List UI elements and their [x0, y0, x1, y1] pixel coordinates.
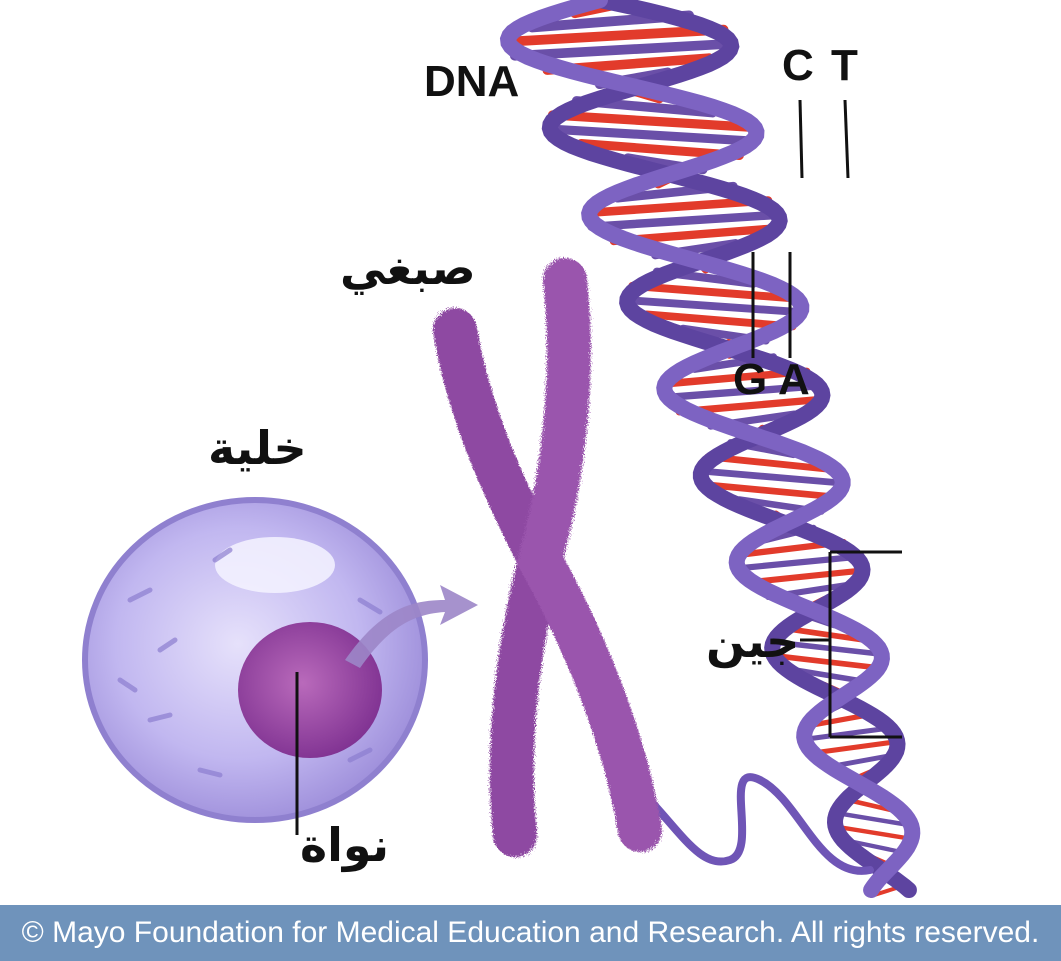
chromosome-icon: [455, 280, 640, 835]
dna-label: DNA: [424, 60, 519, 104]
nucleus-label: نواة: [300, 822, 389, 868]
base-pair-rung: [592, 215, 780, 227]
copyright-text: © Mayo Foundation for Medical Education …: [22, 916, 1040, 950]
cell-label: خلية: [208, 425, 307, 471]
base-pair-rung: [628, 300, 801, 312]
base-c-label: C: [782, 44, 814, 88]
base-pair-rung: [701, 471, 842, 483]
base-a-label: A: [778, 358, 810, 402]
base-g-label: G: [733, 358, 767, 402]
base-t-label: T: [831, 44, 858, 88]
base-pair-rung: [515, 44, 730, 56]
copyright-bar: © Mayo Foundation for Medical Education …: [0, 905, 1061, 961]
cell-icon: [85, 500, 425, 820]
base-pair-rung: [737, 557, 861, 569]
gene-label: جين: [706, 618, 799, 664]
chromosome-label: صبغي: [340, 245, 476, 291]
